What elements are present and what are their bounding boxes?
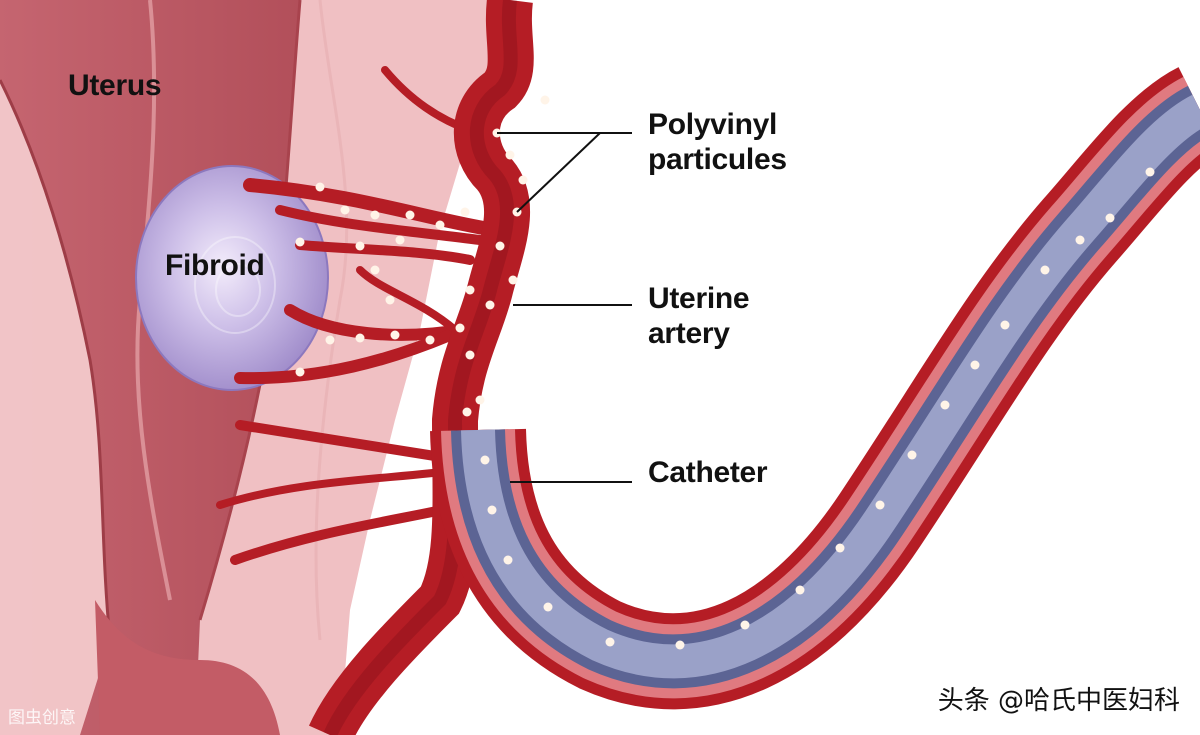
polyvinyl-label-line1: Polyvinyl — [648, 108, 778, 141]
catheter-label-text: Catheter — [648, 456, 768, 489]
uterine-artery — [308, 0, 534, 735]
fibroid-label-text: Fibroid — [165, 249, 265, 282]
fibroid-feeding-vessels — [234, 178, 502, 385]
watermark-right: 头条 @哈氏中医妇科 — [937, 686, 1180, 716]
artery-label-line2: artery — [648, 317, 730, 351]
uterus-label: Uterus — [68, 68, 162, 103]
polyvinyl-particles-label: Polyvinyl particules — [648, 107, 787, 178]
polyvinyl-leader-line-2 — [516, 132, 601, 213]
polyvinyl-label-line2: particules — [648, 143, 787, 177]
leader-lines — [497, 132, 632, 483]
uterine-artery-label: Uterine artery — [648, 281, 750, 352]
polyvinyl-particles — [295, 95, 1155, 650]
artery-label-line1: Uterine — [648, 282, 750, 315]
catheter-label: Catheter — [648, 455, 768, 490]
watermark-left: 图虫创意 — [8, 708, 76, 728]
fibroid-mass — [135, 165, 329, 391]
fibroid-label: Fibroid — [165, 248, 265, 283]
uterus-label-text: Uterus — [68, 69, 162, 102]
